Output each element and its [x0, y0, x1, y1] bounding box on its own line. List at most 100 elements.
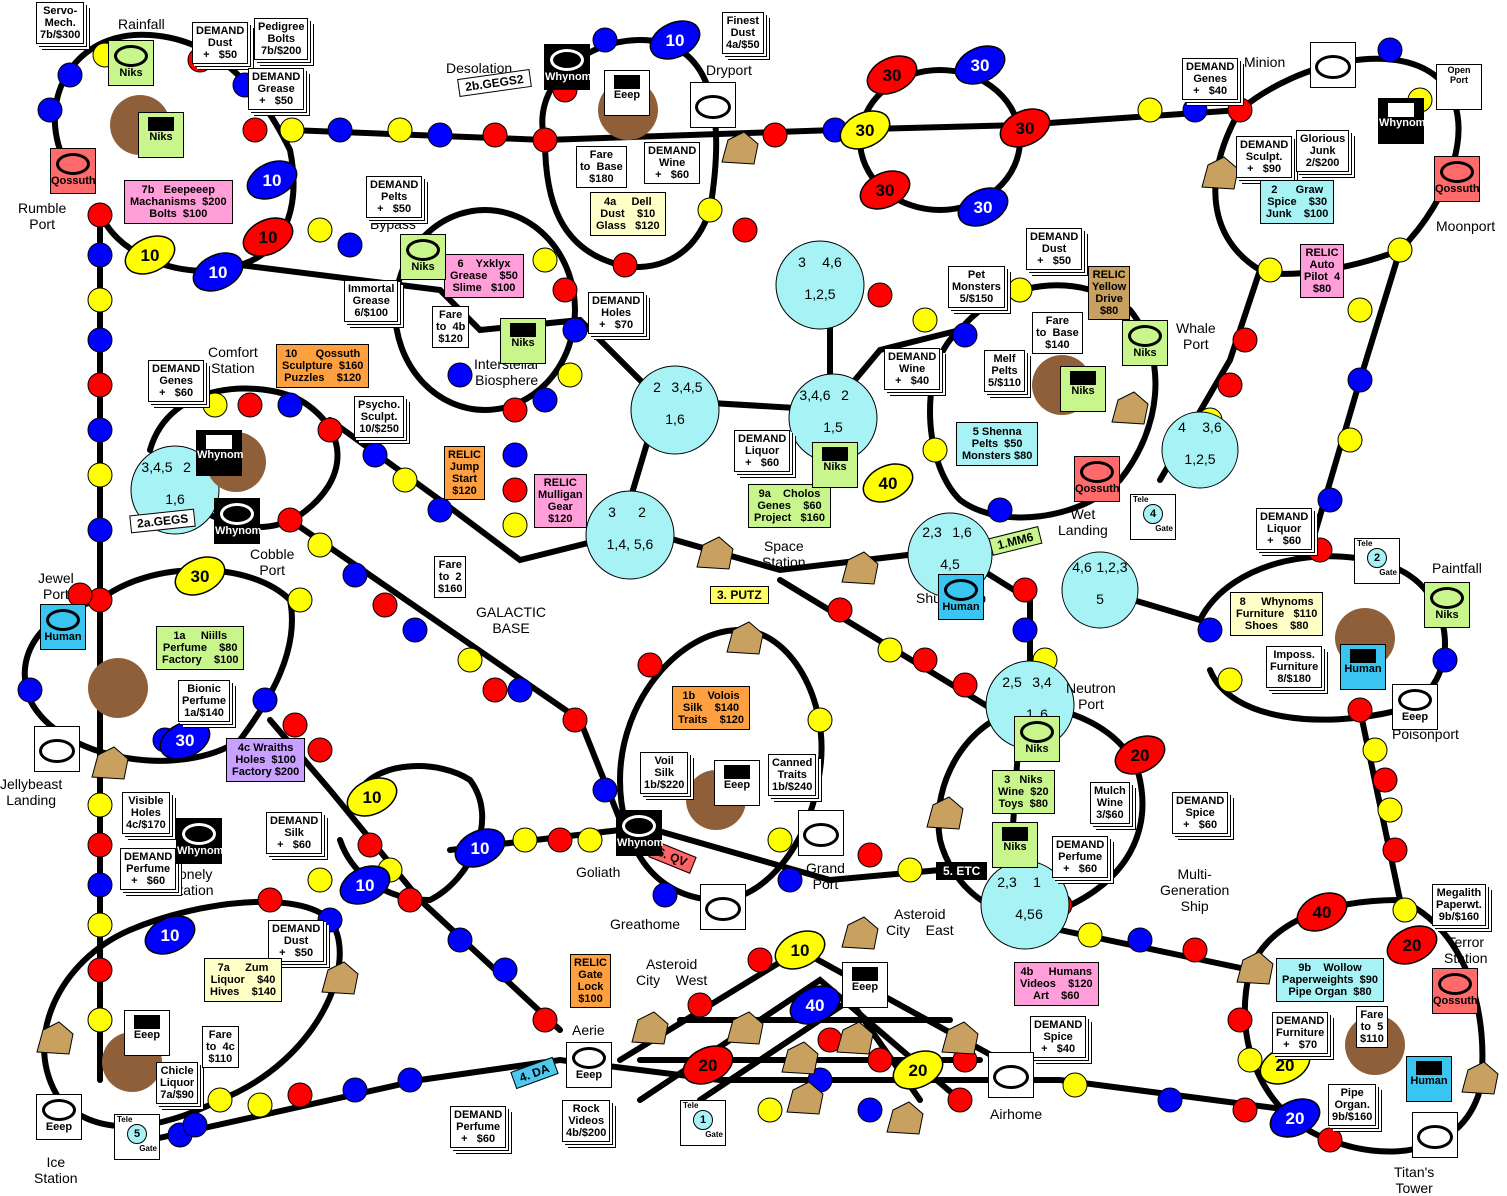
card-demand-dust-1[interactable]: DEMAND Dust + $50: [192, 22, 249, 64]
track-space[interactable]: [1382, 837, 1408, 863]
track-space[interactable]: [547, 827, 573, 853]
track-space[interactable]: [87, 1007, 113, 1033]
square-open-port[interactable]: [1310, 42, 1356, 88]
square-open-port[interactable]: [1412, 1112, 1458, 1158]
track-space[interactable]: [252, 687, 278, 713]
card-demand-holes[interactable]: DEMAND Holes + $70: [588, 292, 645, 334]
track-space[interactable]: [87, 287, 113, 313]
track-space[interactable]: [87, 242, 113, 268]
track-space[interactable]: [637, 652, 663, 678]
square-qossuth[interactable]: Qossuth: [1432, 968, 1478, 1014]
track-space[interactable]: [182, 1112, 208, 1138]
card-demand-sculpt[interactable]: DEMAND Sculpt. + $90: [1236, 136, 1293, 178]
square-eeep[interactable]: Eeep: [1392, 684, 1438, 730]
track-space[interactable]: [1227, 1007, 1253, 1033]
track-space[interactable]: [507, 677, 533, 703]
track-space[interactable]: [732, 217, 758, 243]
card-glorious-junk[interactable]: Glorious Junk 2/$200: [1296, 130, 1350, 172]
track-space[interactable]: [1347, 297, 1373, 323]
track-space[interactable]: [652, 882, 678, 908]
card-bionic-perfume[interactable]: Bionic Perfume 1a/$140: [178, 680, 231, 722]
track-space[interactable]: [807, 707, 833, 733]
track-space[interactable]: [1157, 1087, 1183, 1113]
track-space[interactable]: [867, 1047, 893, 1073]
track-space[interactable]: [17, 677, 43, 703]
card-psycho-sculpt[interactable]: Psycho. Sculpt. 10/$250: [354, 396, 405, 438]
track-space[interactable]: [1347, 697, 1373, 723]
track-space[interactable]: [577, 827, 603, 853]
track-space[interactable]: [827, 597, 853, 623]
card-melf-pelts[interactable]: Melf Pelts 5/$110: [984, 350, 1026, 392]
track-space[interactable]: [502, 442, 528, 468]
track-space[interactable]: [457, 647, 483, 673]
track-space[interactable]: [922, 437, 948, 463]
track-space[interactable]: [482, 677, 508, 703]
card-demand-genes-1[interactable]: DEMAND Genes + $40: [1182, 58, 1239, 100]
track-space[interactable]: [87, 957, 113, 983]
square-niks[interactable]: Niks: [138, 112, 184, 158]
card-demand-perfume-2[interactable]: DEMAND Perfume + $60: [1052, 836, 1109, 878]
track-space[interactable]: [1347, 367, 1373, 393]
card-demand-liquor-2[interactable]: DEMAND Liquor + $60: [1256, 508, 1313, 550]
card-demand-furniture[interactable]: DEMAND Furniture + $70: [1272, 1012, 1329, 1054]
square-niks[interactable]: Niks: [1014, 716, 1060, 762]
track-space[interactable]: [207, 1087, 233, 1113]
track-space[interactable]: [1127, 927, 1153, 953]
square-human[interactable]: Human: [938, 574, 984, 620]
track-space[interactable]: [1217, 667, 1243, 693]
card-immortal-grease[interactable]: Immortal Grease 6/$100: [344, 280, 399, 322]
track-space[interactable]: [279, 117, 305, 143]
track-space[interactable]: [592, 777, 618, 803]
track-space[interactable]: [512, 827, 538, 853]
track-space[interactable]: [317, 417, 343, 443]
square-niks[interactable]: Niks: [500, 318, 546, 364]
track-space[interactable]: [1257, 257, 1283, 283]
track-space[interactable]: [327, 117, 353, 143]
square-whynom[interactable]: Whynom: [544, 44, 591, 90]
square-niks[interactable]: Niks: [1060, 366, 1106, 412]
square-human[interactable]: Human: [1406, 1056, 1452, 1102]
card-demand-pelts[interactable]: DEMAND Pelts + $50: [366, 176, 423, 218]
card-pipe-organ[interactable]: Pipe Organ. 9b/$160: [1328, 1084, 1377, 1126]
track-space[interactable]: [1392, 897, 1418, 923]
track-space[interactable]: [357, 832, 383, 858]
square-eeep[interactable]: Eeep: [566, 1042, 612, 1088]
track-space[interactable]: [1387, 237, 1413, 263]
square-qossuth[interactable]: Qossuth: [1434, 156, 1480, 202]
track-space[interactable]: [947, 1087, 973, 1113]
track-space[interactable]: [1372, 767, 1398, 793]
track-space[interactable]: [57, 62, 83, 88]
square-open-port[interactable]: [700, 884, 746, 930]
track-space[interactable]: [1362, 737, 1388, 763]
track-space[interactable]: [362, 442, 388, 468]
track-space[interactable]: [287, 587, 313, 613]
track-space[interactable]: [1012, 617, 1038, 643]
track-space[interactable]: [87, 372, 113, 398]
card-servo-mech[interactable]: Servo- Mech. 7b/$300: [36, 2, 85, 44]
track-space[interactable]: [402, 617, 428, 643]
track-space[interactable]: [342, 1077, 368, 1103]
track-space[interactable]: [757, 1097, 783, 1123]
track-space[interactable]: [502, 397, 528, 423]
square-niks[interactable]: Niks: [108, 40, 154, 86]
card-demand-spice-1[interactable]: DEMAND Spice + $60: [1172, 792, 1229, 834]
card-demand-grease[interactable]: DEMAND Grease + $50: [248, 68, 305, 110]
track-space[interactable]: [532, 1007, 558, 1033]
square-open-port[interactable]: [34, 726, 80, 772]
card-demand-spice-2[interactable]: DEMAND Spice + $40: [1030, 1016, 1087, 1058]
card-finest-dust[interactable]: Finest Dust 4a/$50: [722, 12, 764, 54]
square-niks[interactable]: Niks: [400, 234, 446, 280]
track-space[interactable]: [372, 592, 398, 618]
track-space[interactable]: [242, 117, 268, 143]
square-qossuth[interactable]: Qossuth: [1074, 456, 1120, 502]
card-demand-liquor-1[interactable]: DEMAND Liquor + $60: [734, 430, 791, 472]
track-space[interactable]: [87, 202, 113, 228]
square-eeep[interactable]: Eeep: [124, 1010, 170, 1056]
track-space[interactable]: [1317, 487, 1343, 513]
track-space[interactable]: [1237, 1047, 1263, 1073]
square-whynom[interactable]: Whynom: [196, 430, 243, 476]
